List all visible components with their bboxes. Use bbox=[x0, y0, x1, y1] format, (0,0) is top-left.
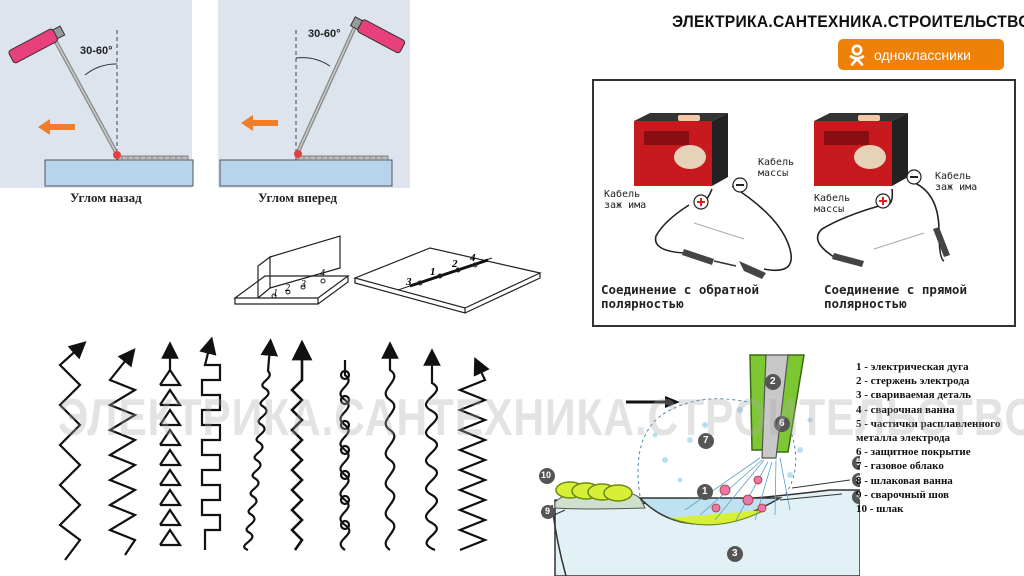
legend-item: 10 - шлак bbox=[856, 503, 904, 516]
angle-forward-diagram bbox=[218, 0, 410, 188]
legend-item: 1 - электрическая дуга bbox=[856, 361, 969, 373]
tee-num-1: 1 bbox=[273, 288, 278, 299]
arc-marker-4 bbox=[852, 490, 860, 504]
arc-label-7: 7 bbox=[703, 435, 709, 446]
arc-marker-10 bbox=[539, 468, 555, 484]
butt-num-1: 1 bbox=[430, 266, 436, 278]
welder-right bbox=[814, 113, 908, 186]
joint-sketches bbox=[233, 235, 542, 314]
tee-num-2: 2 bbox=[285, 283, 290, 294]
tee-num-4: 4 bbox=[320, 268, 325, 279]
arc-label-10: 10 bbox=[541, 470, 552, 480]
reverse-polarity-caption: Соединение с обратной полярностью bbox=[601, 282, 760, 311]
butt-num-2: 2 bbox=[452, 258, 458, 270]
odnoklassniki-label: одноклассники bbox=[874, 46, 971, 63]
tee-num-3: 3 bbox=[301, 279, 306, 290]
legend-item: 9 - сварочный шов bbox=[856, 488, 949, 501]
arc-label-1: 1 bbox=[702, 486, 708, 497]
arc-diagram bbox=[539, 354, 860, 576]
direct-polarity-caption: Соединение с прямой полярностью bbox=[824, 282, 967, 311]
arc-marker-8 bbox=[852, 473, 860, 487]
arc-marker-3 bbox=[727, 546, 743, 562]
odnoklassniki-button[interactable]: одноклассники bbox=[838, 39, 1004, 70]
arc-marker-7 bbox=[698, 433, 714, 449]
arc-label-5: 5 bbox=[856, 457, 862, 467]
odnoklassniki-icon bbox=[849, 44, 865, 66]
minus-right bbox=[906, 169, 922, 185]
butt-num-4: 4 bbox=[470, 252, 476, 264]
angle-back-diagram bbox=[0, 0, 194, 188]
weave-patterns bbox=[58, 336, 490, 561]
arc-marker-9 bbox=[541, 505, 555, 519]
arc-label-3: 3 bbox=[732, 548, 738, 559]
angle-back-label: 30-60° bbox=[80, 45, 113, 57]
brand-title: ЭЛЕКТРИКА.САНТЕХНИКА.СТРОИТЕЛЬСТВО bbox=[672, 12, 1024, 31]
legend-item: 8 - шлаковая ванна bbox=[856, 474, 953, 487]
welder-left bbox=[634, 113, 728, 186]
arc-marker-1 bbox=[697, 484, 713, 500]
legend-item: 4 - сварочная ванна bbox=[856, 403, 955, 416]
arc-label-2: 2 bbox=[770, 376, 776, 387]
legend-item: 7 - газовое облако bbox=[856, 460, 944, 473]
legend-item: 2 - стержень электрода bbox=[856, 375, 970, 388]
legend-item: металла электрода bbox=[856, 432, 950, 445]
polarity-panel bbox=[592, 79, 1016, 327]
minus-left bbox=[732, 177, 748, 193]
legend-item: 3 - свариваемая деталь bbox=[856, 389, 971, 402]
plus-left bbox=[693, 194, 709, 210]
right-ground-cable-label: Кабель массы bbox=[814, 193, 851, 215]
angle-forward-caption: Углом вперед bbox=[258, 190, 338, 205]
right-clamp-cable-label: Кабель заж има bbox=[935, 171, 978, 193]
arc-marker-6 bbox=[774, 416, 790, 432]
left-clamp-cable-label: Кабель заж има bbox=[604, 189, 647, 211]
left-ground-cable-label: Кабель массы bbox=[758, 157, 795, 179]
arc-label-8: 8 bbox=[856, 474, 862, 484]
plus-right bbox=[875, 193, 891, 209]
angle-forward-label: 30-60° bbox=[308, 28, 341, 40]
arc-markers bbox=[539, 374, 860, 562]
arc-label-9: 9 bbox=[545, 506, 551, 516]
arc-marker-2 bbox=[765, 374, 781, 390]
polarity-diagram bbox=[634, 113, 950, 279]
arc-marker-5 bbox=[852, 456, 860, 470]
arc-label-6: 6 bbox=[779, 418, 785, 429]
arc-label-4: 4 bbox=[856, 491, 862, 501]
angle-back-caption: Углом назад bbox=[70, 190, 142, 205]
arc-legend: 1 - электрическая дуга 2 - стержень элек… bbox=[856, 360, 1000, 516]
legend-item: 5 - частички расплавленного bbox=[856, 417, 1001, 430]
butt-num-3: 3 bbox=[406, 276, 412, 288]
legend-item: 6 - защитное покрытие bbox=[856, 446, 971, 459]
